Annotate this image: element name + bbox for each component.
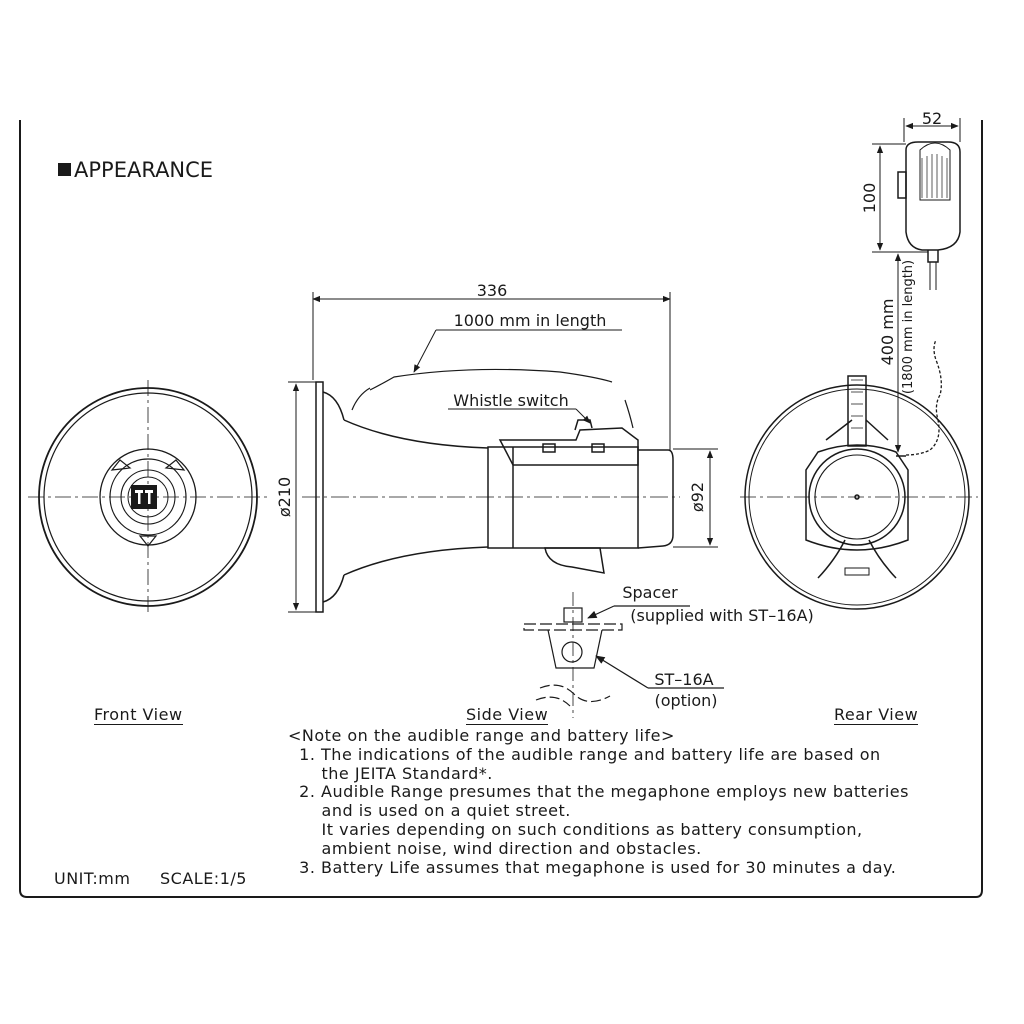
notes-block: <Note on the audible range and battery l… (288, 726, 909, 877)
cord-length-label: 400 mm (878, 299, 897, 366)
note-line: 2. Audible Range presumes that the megap… (288, 782, 909, 802)
mic-width-label: 52 (922, 109, 942, 128)
stand-note-label: (option) (654, 691, 717, 710)
strap-length-label: 1000 mm in length (454, 311, 607, 330)
microphone-drawing (897, 141, 961, 290)
spacer-label: Spacer (622, 583, 678, 602)
rear-view-drawing (740, 339, 978, 610)
horn-diameter-label: ø210 (275, 477, 294, 517)
toa-logo-icon (131, 485, 157, 509)
body-diameter-label: ø92 (688, 482, 707, 512)
side-view-label: Side View (466, 705, 549, 725)
notes-heading: <Note on the audible range and battery l… (288, 726, 675, 745)
front-view-label: Front View (94, 705, 183, 725)
square-bullet-icon (58, 163, 71, 176)
stand-label: ST–16A (654, 670, 713, 689)
side-view-drawing (302, 368, 680, 613)
note-line: It varies depending on such conditions a… (288, 819, 863, 839)
note-line: and is used on a quiet street. (288, 801, 571, 821)
cord-extended-label: (1800 mm in length) (901, 260, 916, 394)
side-view-dimensions (288, 292, 718, 613)
note-line: the JEITA Standard*. (288, 763, 493, 783)
whistle-switch-label: Whistle switch (453, 391, 568, 410)
note-line: ambient noise, wind direction and obstac… (288, 838, 702, 858)
section-title-text: APPEARANCE (74, 158, 214, 182)
spacer-note-label: (supplied with ST–16A) (630, 606, 814, 625)
stand-detail-drawing (523, 592, 724, 718)
section-title: APPEARANCE (58, 158, 213, 182)
microphone-dimensions (872, 118, 961, 453)
note-line: 3. Battery Life assumes that megaphone i… (288, 857, 897, 877)
length-dimension-label: 336 (477, 281, 508, 300)
note-line: 1. The indications of the audible range … (288, 744, 881, 764)
scale-label: SCALE:1/5 (160, 869, 247, 888)
unit-label: UNIT:mm (54, 869, 131, 888)
drawing-frame (19, 120, 983, 898)
rear-view-label: Rear View (834, 705, 919, 725)
mic-height-label: 100 (860, 183, 879, 214)
